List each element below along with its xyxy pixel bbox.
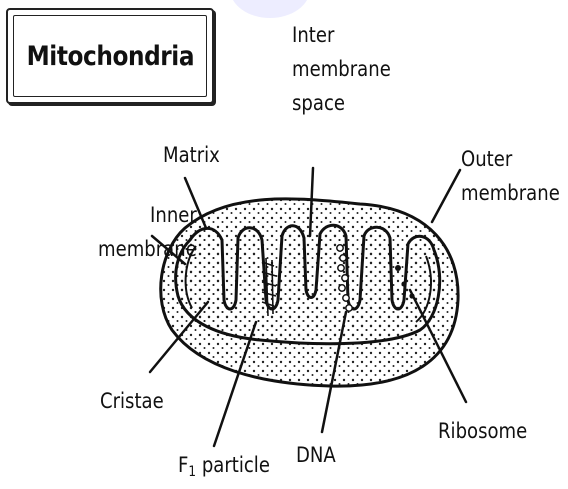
leader-outer-membrane: [432, 170, 460, 222]
label-inner-membrane: Inner membrane: [98, 198, 197, 266]
label-ribosome: Ribosome: [438, 414, 527, 448]
label-cristae: Cristae: [100, 384, 164, 418]
label-f1-suffix: particle: [196, 453, 270, 477]
label-inner-membrane-line1: Inner membrane: [98, 198, 197, 266]
label-f1-subscript: 1: [188, 464, 196, 480]
label-f1-prefix: F: [178, 453, 188, 477]
label-matrix: Matrix: [163, 138, 220, 172]
label-inter-membrane-space: Inter membrane space: [292, 18, 391, 120]
label-dna: DNA: [296, 438, 336, 472]
label-f1-particle: F1 particle: [178, 448, 270, 489]
label-outer-membrane: Outer membrane: [461, 142, 560, 210]
